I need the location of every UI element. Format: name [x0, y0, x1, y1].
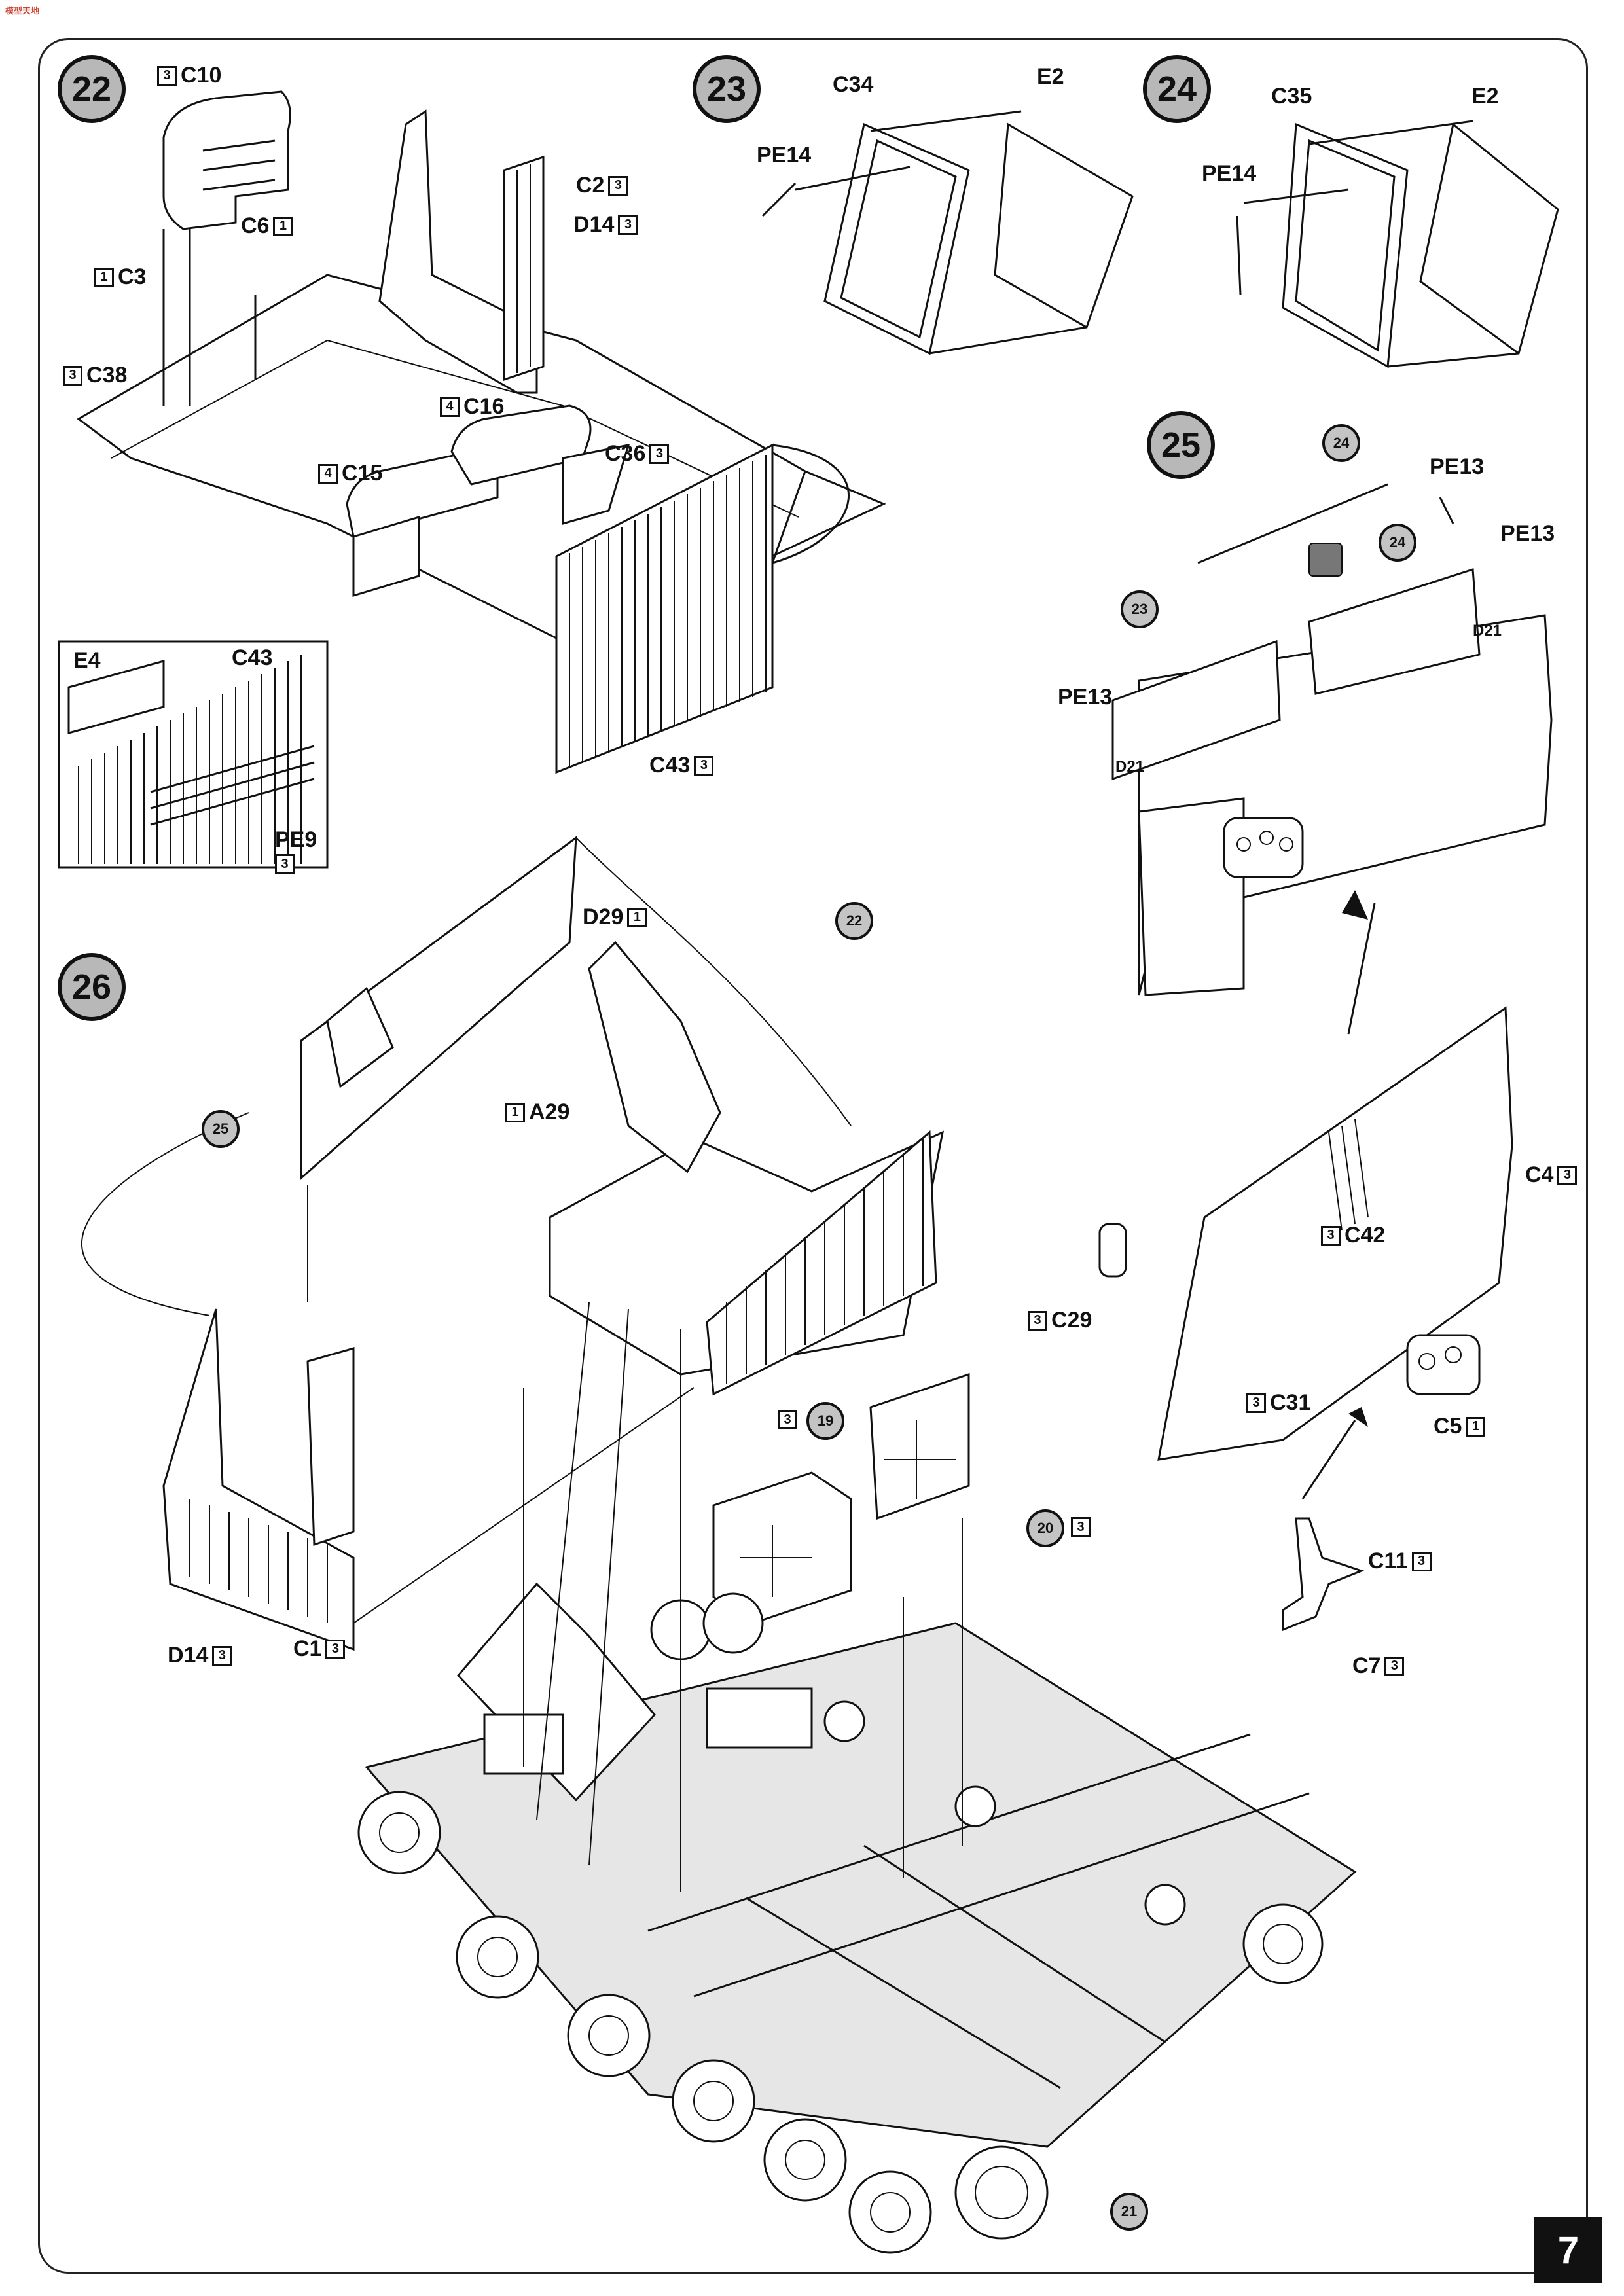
label-pe13-left: PE13: [1058, 685, 1113, 709]
ref-circle-21: 21: [1110, 2193, 1148, 2231]
label-e2-step23: E2: [1037, 64, 1064, 89]
label-pe13-right: PE13: [1500, 521, 1555, 546]
part-c29: [1098, 1223, 1127, 1278]
step25-drawing: [1111, 483, 1553, 1035]
tank-19: [712, 1471, 852, 1624]
step23-drawing: [761, 110, 1134, 355]
ref-circle-22: 22: [835, 902, 873, 940]
ref-circle-20: 20: [1026, 1509, 1064, 1547]
glass-e2b: [1419, 122, 1559, 355]
cab-front-25: [300, 835, 577, 1181]
step-number-24: 24: [1143, 55, 1211, 123]
label-pe14-step23: PE14: [757, 143, 812, 168]
page-number: 7: [1534, 2217, 1602, 2283]
seat-c16: [450, 404, 592, 486]
label-d21-left: D21: [1115, 758, 1145, 776]
instrument-c5: [1406, 1334, 1481, 1395]
bracket-c11: [1282, 1517, 1365, 1632]
step26-drawing: [81, 835, 1357, 2254]
seat-d29: [588, 941, 721, 1174]
tank-20: [869, 1372, 970, 1520]
rear-wall-26: [706, 1130, 937, 1396]
window-24: [1308, 567, 1481, 695]
label-pe14-step24: PE14: [1202, 161, 1257, 186]
step25-lower-drawing: [1098, 1006, 1513, 1632]
step-number-22: 22: [58, 55, 126, 123]
brand-mark: 模型天地: [5, 6, 40, 16]
ref-circle-23: 23: [1121, 590, 1159, 628]
label-tank19-sprue: 3: [778, 1410, 797, 1429]
window-23: [1111, 639, 1281, 781]
label-tank20-sprue: 3: [1071, 1517, 1091, 1537]
step-number-26: 26: [58, 953, 126, 1021]
rear-wall-c43: [555, 443, 774, 774]
label-e2-step24: E2: [1471, 84, 1499, 109]
step24-drawing: [1236, 120, 1559, 368]
label-e4: E4: [73, 648, 101, 673]
step22-drawing: [58, 90, 886, 869]
panel-e4: [67, 660, 165, 734]
label-pe13-top: PE13: [1430, 454, 1485, 479]
label-d21-right: D21: [1473, 622, 1502, 639]
step-number-25: 25: [1147, 411, 1215, 479]
step-number-23: 23: [693, 55, 761, 123]
ref-circle-25: 25: [202, 1110, 240, 1148]
seat-back-c10: [162, 90, 291, 230]
ref-circle-24b: 24: [1379, 524, 1416, 562]
label-c43-inset: C43: [232, 645, 273, 670]
side-wall-c1: [162, 1308, 355, 1651]
glass-e2a: [994, 122, 1134, 329]
label-c35: C35: [1271, 84, 1312, 109]
wheels: [357, 1700, 1324, 2254]
ref-circle-24a: 24: [1322, 424, 1360, 462]
ref-circle-19: 19: [806, 1402, 844, 1440]
label-c34: C34: [833, 72, 874, 97]
page-frame: [38, 38, 1588, 2274]
